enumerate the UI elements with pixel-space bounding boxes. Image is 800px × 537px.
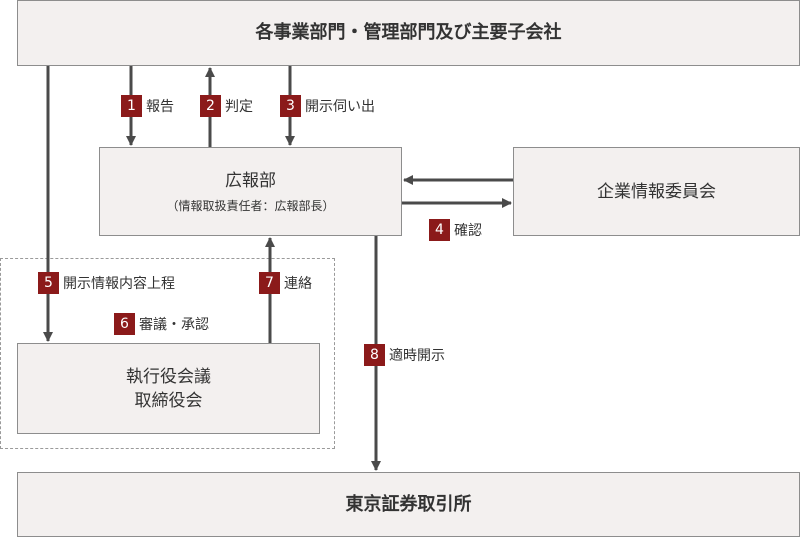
step-6-badge: 6: [114, 313, 135, 335]
pr-department-subtitle: （情報取扱責任者：広報部長）: [166, 198, 335, 213]
step-3-badge: 3: [280, 95, 301, 117]
committee-label: 企業情報委員会: [597, 181, 716, 202]
step-7-badge: 7: [259, 272, 280, 294]
step-4-text: 確認: [454, 223, 482, 239]
step-6-text: 審議・承認: [139, 317, 209, 333]
step-2-badge: 2: [200, 95, 221, 117]
step-1-label: 1 報告: [121, 95, 174, 117]
pr-department-box: 広報部 （情報取扱責任者：広報部長）: [99, 147, 402, 236]
step-4-label: 4 確認: [429, 219, 482, 241]
step-1-text: 報告: [146, 99, 174, 115]
step-5-text: 開示情報内容上程: [63, 276, 175, 292]
top-departments-box: 各事業部門・管理部門及び主要子会社: [17, 0, 800, 66]
executive-label-line2: 取締役会: [134, 390, 203, 411]
step-6-label: 6 審議・承認: [114, 313, 209, 335]
executive-label-line1: 執行役会議: [126, 366, 211, 387]
step-2-label: 2 判定: [200, 95, 253, 117]
step-4-badge: 4: [429, 219, 450, 241]
tse-label: 東京証券取引所: [345, 493, 472, 515]
step-8-badge: 8: [364, 344, 385, 366]
executive-box: 執行役会議 取締役会: [17, 343, 320, 434]
committee-box: 企業情報委員会: [513, 147, 800, 236]
step-5-badge: 5: [38, 272, 59, 294]
step-3-text: 開示伺い出: [305, 99, 375, 115]
step-8-text: 適時開示: [389, 348, 445, 364]
step-2-text: 判定: [225, 99, 253, 115]
top-departments-label: 各事業部門・管理部門及び主要子会社: [255, 22, 562, 43]
tse-box: 東京証券取引所: [17, 472, 800, 537]
step-8-label: 8 適時開示: [364, 344, 445, 366]
step-7-text: 連絡: [284, 276, 312, 292]
step-3-label: 3 開示伺い出: [280, 95, 375, 117]
step-7-label: 7 連絡: [259, 272, 312, 294]
step-5-label: 5 開示情報内容上程: [38, 272, 175, 294]
step-1-badge: 1: [121, 95, 142, 117]
executive-group-dashed-frame: [0, 258, 335, 449]
pr-department-title: 広報部: [225, 170, 276, 191]
